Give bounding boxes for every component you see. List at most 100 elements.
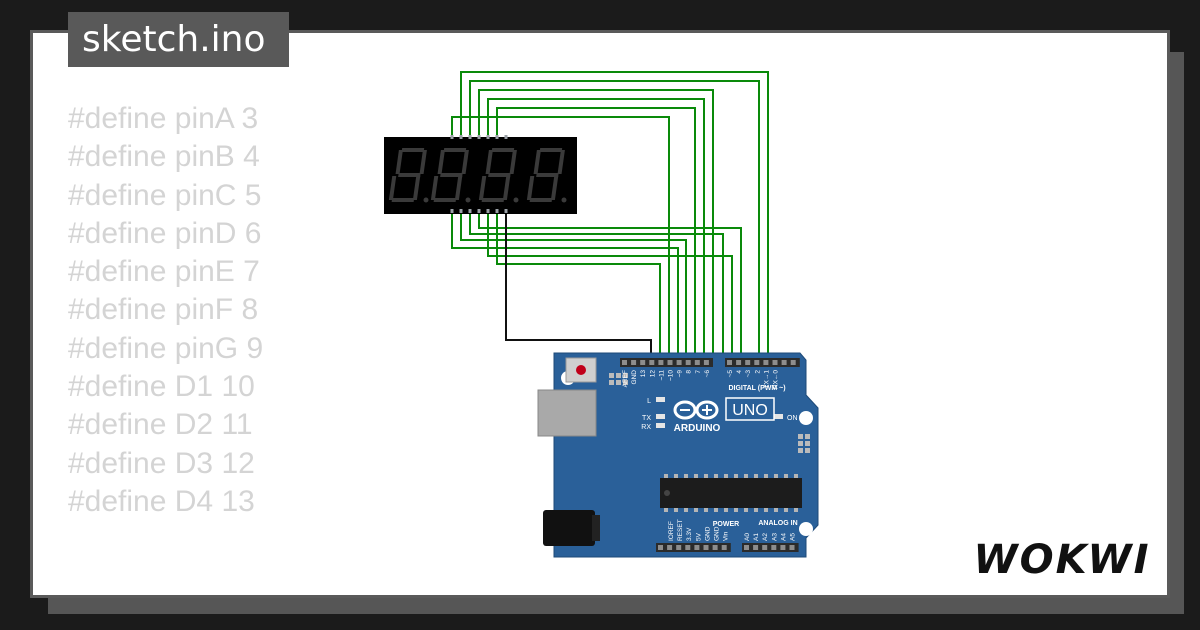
pin-label: A2 [762,533,769,541]
arduino-logo-symbols-icon [680,405,712,415]
display-segment [539,148,563,152]
led-tx [656,414,665,419]
chip-pin [794,474,798,478]
pin-label: 13 [640,370,647,378]
display-segment [454,176,463,200]
analog-header [742,543,799,552]
chip-pin [704,508,708,512]
chip-pin [714,474,718,478]
header-pin[interactable] [703,545,709,550]
code-line: #define pinB 4 [68,140,260,174]
header-pin[interactable] [694,360,700,365]
pin-label: RESET [677,519,684,541]
digital-header-label: DIGITAL (PWM ~) [728,385,785,392]
icsp-pin [623,380,628,385]
pin-label: AREF [622,370,629,387]
header-pin[interactable] [676,545,682,550]
pin-label: ~3 [745,370,752,378]
display-dot [561,197,567,203]
code-line: #define pinG 9 [68,331,264,365]
wire [478,89,714,362]
chip-pin [754,508,758,512]
pin-label: A1 [753,533,760,541]
icsp-pin [798,448,803,453]
icsp-pin [609,380,614,385]
icsp-pin [798,434,803,439]
filename-tab[interactable]: sketch.ino [68,12,290,67]
display-segment [443,148,467,152]
header-pin[interactable] [790,360,796,365]
chip-pin [794,508,798,512]
header-pin[interactable] [721,545,727,550]
display-segment [533,150,541,174]
chip-pin [694,474,698,478]
header-pin[interactable] [685,545,691,550]
display-pin [450,209,454,213]
icsp-pin [798,441,803,446]
display-dot [465,197,471,203]
header-pin[interactable] [685,360,691,365]
header-pin[interactable] [703,360,709,365]
pin-label: ~5 [727,370,734,378]
header-pin[interactable] [745,360,751,365]
header-pin[interactable] [736,360,742,365]
pin-label: ~6 [704,370,711,378]
header-pin[interactable] [763,360,769,365]
wokwi-logo-text: WOKWI [975,537,1150,583]
header-pin[interactable] [727,360,732,365]
header-pin[interactable] [694,545,700,550]
code-line: #define pinA 3 [68,102,259,135]
header-pin[interactable] [754,360,760,365]
header-pin[interactable] [676,360,682,365]
header-pin[interactable] [753,545,759,550]
header-pin[interactable] [780,545,786,550]
display-pin [495,135,499,139]
chip-pin [774,508,778,512]
chip-pin [744,474,748,478]
header-pin[interactable] [658,545,663,550]
wire [469,210,724,362]
header-pin[interactable] [649,360,655,365]
display-dot [423,197,429,203]
display-segment [433,198,457,202]
header-pin[interactable] [772,360,778,365]
header-pin[interactable] [640,360,646,365]
header-pin[interactable] [789,545,795,550]
chip-pin [694,508,698,512]
code-line: #define D3 12 [68,446,255,480]
display-segment [437,150,445,174]
chip-pin [674,474,678,478]
code-line: #define pinD 6 [68,216,262,250]
header-pin[interactable] [771,545,777,550]
wire [451,210,679,362]
header-pin[interactable] [667,545,673,550]
mount-hole [799,522,813,536]
display-segment [478,176,487,200]
seven-segment-display[interactable] [384,135,577,214]
pin-label: A5 [790,533,797,541]
display-segment [536,173,559,177]
header-pin[interactable] [622,360,627,365]
pin-label: ~11 [658,370,665,381]
header-pin[interactable] [744,545,749,550]
display-segment [391,198,415,202]
chip-pin [674,508,678,512]
icsp-pin [616,380,621,385]
pin-label: Vin [723,531,730,541]
pin-label: TX→1 [763,370,770,389]
chip-pin [754,474,758,478]
led-rx [656,423,665,428]
display-dot [513,197,519,203]
icsp-pin [805,448,810,453]
header-pin[interactable] [762,545,768,550]
header-pin[interactable] [712,545,718,550]
wokwi-logo[interactable]: WOKWI [975,533,1150,583]
display-segment [509,150,517,174]
header-pin[interactable] [631,360,637,365]
header-pin[interactable] [658,360,664,365]
header-pin[interactable] [667,360,673,365]
pin-label: A0 [744,533,751,541]
header-pin[interactable] [781,360,787,365]
